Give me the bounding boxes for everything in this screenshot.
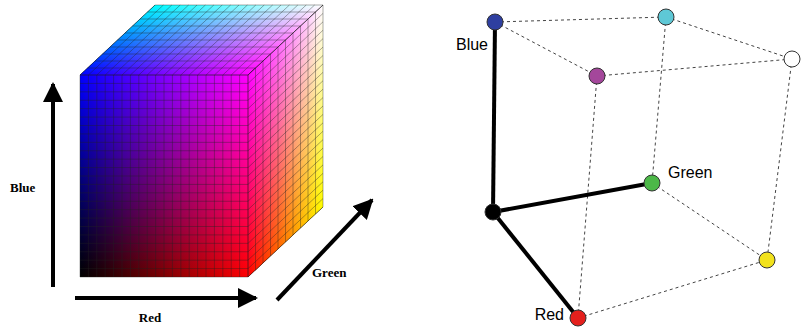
axis-label: Blue [10,180,35,196]
grid-lines [80,75,248,277]
green-axis-arrow [277,200,372,300]
vertex-label: Red [535,306,564,324]
cube-front-face [80,75,248,277]
cube-axis-edges [493,22,652,318]
cube-right-face [248,5,323,277]
blue-axis-arrow [51,84,55,287]
axis-label: Green [312,265,346,281]
vertex-dots [485,9,800,326]
vertex-label: Blue [456,36,488,54]
grid-lines [248,5,323,277]
axis-label: Red [139,310,161,326]
red-axis-arrow [75,296,256,300]
cube-grid [80,5,323,277]
vertex-label: Green [668,164,712,182]
